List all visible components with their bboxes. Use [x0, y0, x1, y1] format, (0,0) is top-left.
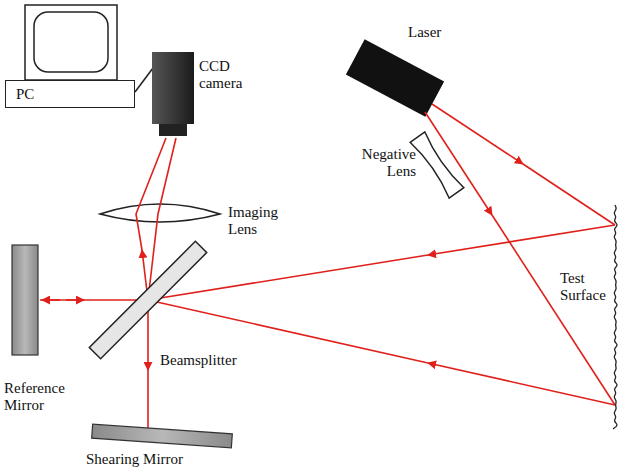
- laser: [346, 39, 444, 117]
- component-label: Laser: [408, 24, 468, 41]
- monitor: [25, 5, 117, 80]
- component-label: CCD camera: [199, 58, 257, 93]
- reference-mirror: [12, 245, 38, 355]
- component-label: Negative Lens: [338, 146, 416, 181]
- component-label: Reference Mirror: [4, 380, 86, 415]
- ccd-camera: [152, 52, 194, 136]
- test-surface: [613, 205, 617, 429]
- node-text: PC: [16, 86, 34, 103]
- computer-box: PC: [5, 80, 135, 108]
- component-label: Imaging Lens: [228, 204, 290, 239]
- shearing-mirror: [92, 424, 233, 448]
- component-label: Beamsplitter: [160, 352, 270, 369]
- light-rays: [40, 104, 615, 428]
- beamsplitter-plate: [89, 241, 206, 358]
- negative-lens: [410, 132, 464, 198]
- component-label: Shearing Mirror: [86, 451, 226, 468]
- camera-cable: [135, 68, 153, 92]
- component-label: Test Surface: [560, 270, 612, 305]
